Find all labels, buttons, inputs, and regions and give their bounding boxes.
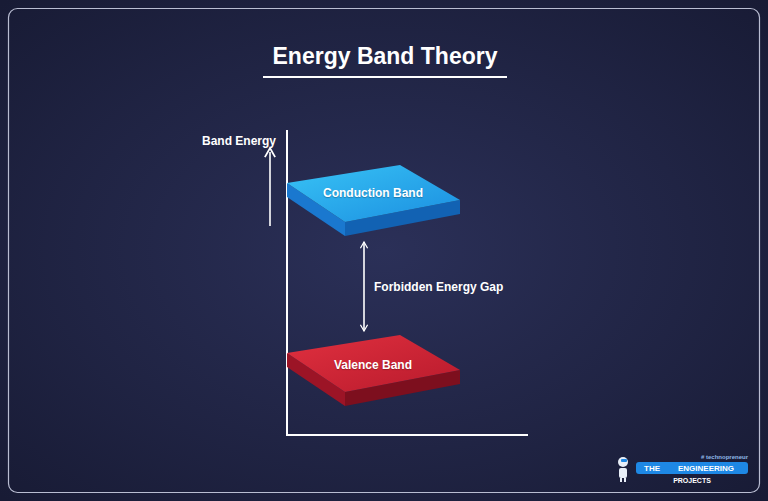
logo-robot (618, 457, 628, 482)
valence-band: Valence Band (287, 333, 462, 408)
energy-arrow (269, 152, 271, 226)
logo-box (636, 462, 748, 474)
frame (9, 9, 760, 493)
band-slab (287, 163, 462, 238)
band-name: Conduction Band (323, 186, 423, 200)
gap-label: Forbidden Energy Gap (374, 280, 503, 294)
watermark: PROJECTS (673, 477, 711, 484)
y-axis (286, 130, 288, 435)
title: Energy Band Theory (273, 43, 498, 70)
x-axis (286, 434, 528, 436)
gap-arrow (363, 242, 365, 331)
title-underline (263, 76, 507, 78)
band-name: Valence Band (334, 358, 412, 372)
watermark: # technopreneur (701, 454, 748, 460)
conduction-band: Conduction Band (287, 163, 462, 238)
watermark: ENGINEERING (678, 464, 734, 473)
watermark: THE (644, 464, 660, 473)
axis-label: Band Energy (202, 134, 276, 148)
